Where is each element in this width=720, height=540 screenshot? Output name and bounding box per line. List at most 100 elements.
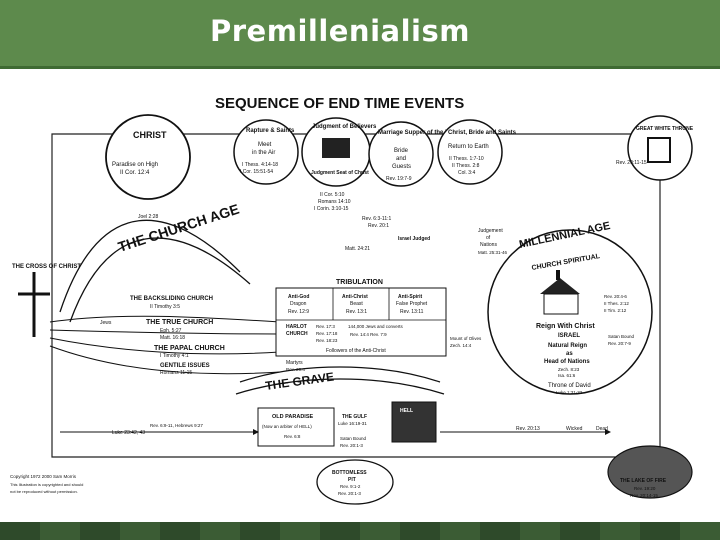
christ-circle: CHRIST Paradise on High II Cor. 12:4 [106, 115, 190, 199]
hell-box [392, 402, 436, 442]
copyright-line2: This Illustration is copyrighted and sho… [10, 482, 83, 487]
luke-label: Luke 23:42, 43 [112, 430, 145, 436]
white-throne-title: GREAT WHITE THRONE [636, 126, 694, 132]
mill-rev-ref: Rev. 20:4-6 [604, 294, 627, 299]
paradise-label: Paradise on High [112, 162, 158, 168]
end-time-diagram: SEQUENCE OF END TIME EVENTS CHRIST Parad… [0, 72, 720, 527]
israel-judged: Israel Judged [398, 236, 430, 242]
antichrist-ref: Rev. 13:1 [346, 309, 367, 315]
true-church-ref1: Eph. 5:27 [160, 328, 182, 334]
mill-tim-ref: II Tim. 2:12 [604, 308, 627, 313]
diagram-heading: SEQUENCE OF END TIME EVENTS [215, 95, 464, 112]
rapture-ref2: I Cor. 15:51-54 [240, 169, 273, 175]
dragon-label: Dragon [290, 301, 307, 307]
gulf-label: THE GULF [342, 414, 367, 420]
judgment-seat-icon [322, 138, 350, 158]
rapture-ref1: I Thess. 4:14-18 [242, 162, 278, 168]
jews-converts: 144,000 Jews and converts [348, 324, 404, 329]
bottom-satan: Satan Bound [340, 436, 367, 441]
pit-ref1: Rev. 9:1-2 [340, 484, 361, 489]
mill-thess-ref: II Thes. 2:12 [604, 301, 629, 306]
rapture-line1: Meet [258, 142, 272, 148]
bottom-satan-ref: Rev. 20:1-3 [340, 443, 363, 448]
true-church-ref2: Matt. 16:18 [160, 335, 185, 341]
luke-ref: Luke 1:31-32 [556, 390, 583, 395]
harlot-ref2: Rev. 17:18 [316, 331, 338, 336]
nations-line2: of [486, 235, 491, 241]
nations-ref: Matt. 25:31-46 [478, 250, 508, 255]
antigod-ref: Rev. 12:9 [288, 309, 309, 315]
christ-title: CHRIST [133, 130, 167, 140]
wicked-label: Wicked [566, 426, 583, 432]
joel-ref: Joel 2:28 [138, 214, 159, 220]
cross-shape: THE CROSS OF CHRIST [12, 264, 81, 337]
judgment-circle: Judgment of Believers Judgment Seat of C… [302, 118, 377, 212]
diagram-svg: SEQUENCE OF END TIME EVENTS CHRIST Parad… [0, 72, 720, 522]
gentiles-label: GENTILE ISSUES [160, 363, 210, 369]
return-line1: Return to Earth [448, 144, 489, 150]
rapture-circle: Rapture & Saints Meet in the Air I Thess… [234, 120, 298, 184]
cross-label: THE CROSS OF CHRIST [12, 264, 81, 270]
nations-line3: Nations [480, 242, 497, 248]
judgment-ref2: Romans 14:10 [318, 199, 351, 205]
head-label: Head of Nations [544, 359, 590, 365]
marriage-ref: Rev. 19:7-9 [386, 176, 412, 182]
bottom-region: OLD PARADISE (Now an arbiter of HELL) Re… [60, 402, 692, 504]
as-label: as [566, 351, 573, 357]
beast-label: Beast [350, 301, 363, 307]
return-ref1: II Thess. 1:7-10 [449, 156, 484, 162]
footer-band [0, 522, 720, 540]
old-paradise: OLD PARADISE [272, 414, 313, 420]
tribulation-box: Matt. 24:21 TRIBULATION Anti-God Dragon … [276, 246, 446, 372]
pit-label1: BOTTOMLESS [332, 470, 367, 476]
white-throne-circle: GREAT WHITE THRONE Rev. 20:11-15 [616, 116, 694, 180]
harlot-label2: CHURCH [286, 331, 308, 337]
judgment-title: Judgment of Believers [312, 124, 377, 130]
church-age-label: THE CHURCH AGE [116, 201, 241, 255]
reign-label: Reign With Christ [536, 323, 595, 330]
return-ref3: Col. 3:4 [458, 170, 475, 176]
harlot-label1: HARLOT [286, 324, 307, 330]
marriage-line1: Bride [394, 148, 409, 154]
harlot-ref1: Rev. 17:3 [316, 324, 335, 329]
prophet-label: False Prophet [396, 301, 428, 307]
backslid-label: THE BACKSLIDING CHURCH [130, 296, 213, 302]
copyright-line1: Copyright 1972 2000 Sam Morris [10, 474, 77, 479]
harlot-ref3: Rev. 18:23 [316, 338, 338, 343]
antispirit-ref: Rev. 13:11 [400, 309, 424, 315]
jews-converts-ref: Rev. 14:4 Rev. 7:9 [350, 332, 387, 337]
slide-title: Premillenialism [210, 14, 470, 48]
dead-label: Dead [596, 426, 608, 432]
jews-label: Jews [100, 320, 112, 326]
gentiles-ref: Romans 11:15 [160, 370, 192, 376]
millennial-circle: MILLENNIAL AGE CHURCH SPIRITUAL Reign Wi… [488, 220, 652, 395]
grave-arc: THE GRAVE [236, 367, 444, 394]
rapture-title: Rapture & Saints [246, 128, 295, 134]
rapture-line2: in the Air [252, 150, 275, 156]
return-title: Christ, Bride and Saints [448, 130, 517, 136]
martyrs-label: Martyrs [286, 360, 303, 366]
throne-david: Throne of David [548, 383, 591, 389]
return-ref2: II Thess. 2:8 [452, 163, 480, 169]
rev-ref-left: Rev. 6:9-11, Hebrews 9:27 [150, 423, 203, 428]
followers-label: Followers of the Anti-Christ [326, 348, 386, 354]
judgment-ref1: II Cor. 5:10 [320, 192, 345, 198]
gulf-ref: Luke 16:19-31 [338, 421, 367, 426]
isa-ref: Isa. 61:6 [558, 373, 576, 378]
lake-ref1: Rev. 19:20 [634, 486, 656, 491]
return-circle: Christ, Bride and Saints Return to Earth… [438, 120, 517, 184]
antigod-label: Anti-God [288, 294, 309, 300]
zech-ref: Zech. 8:23 [558, 367, 580, 372]
pit-label2: PIT [348, 477, 356, 483]
marriage-line2: and [396, 156, 406, 162]
mount-label: Mount of Olives [450, 336, 482, 341]
marriage-line3: Guests [392, 164, 411, 170]
lake-ref2: Rev. 20:14-15 [630, 493, 658, 498]
judgment-ref3: I Corin. 3:10-15 [314, 206, 349, 212]
mill-satan: Satan Bound [608, 334, 635, 339]
copyright-line3: not be reproduced without permission. [10, 489, 78, 494]
natural-reign: Natural Reign [548, 343, 587, 349]
antispirit-label: Anti-Spirit [398, 294, 422, 300]
lake-label: THE LAKE OF FIRE [620, 478, 667, 484]
nations-line1: Judgement [478, 228, 503, 234]
